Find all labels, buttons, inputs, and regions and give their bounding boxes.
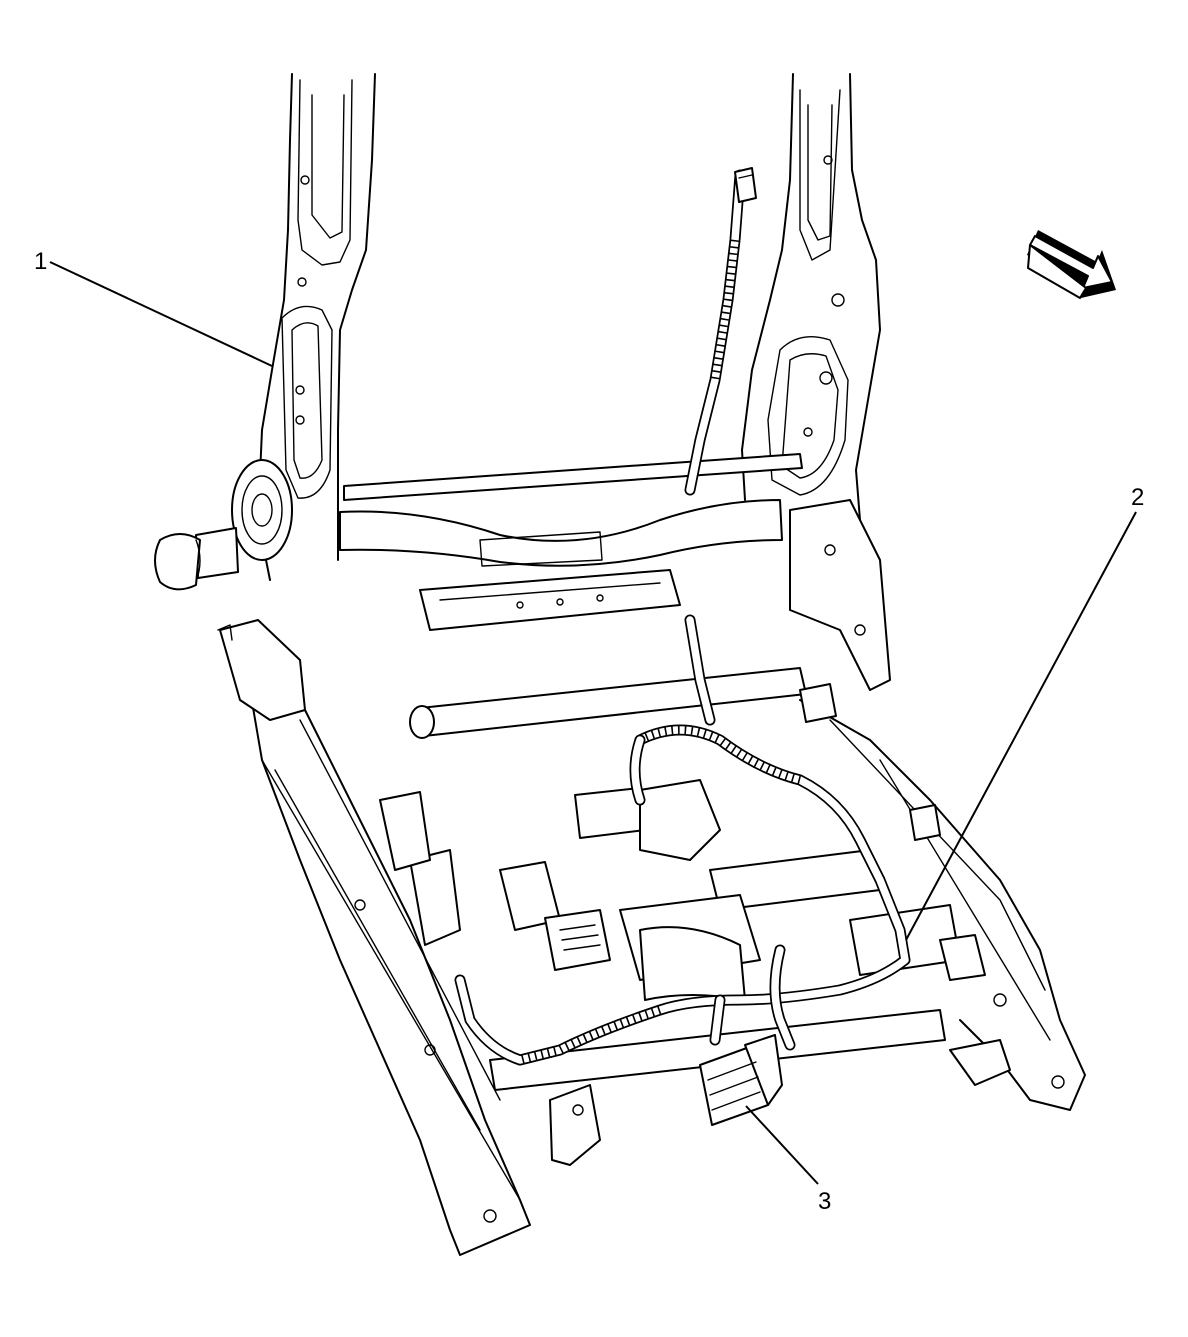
leader-line-1 bbox=[49, 261, 273, 367]
leader-line-2 bbox=[905, 511, 1137, 941]
motor-assemblies bbox=[379, 683, 986, 1001]
callout-1: 1 bbox=[34, 248, 48, 275]
callout-2: 2 bbox=[1131, 484, 1145, 511]
cushion-frame bbox=[217, 499, 1086, 1256]
callout-3: 3 bbox=[818, 1188, 832, 1215]
seatback-frame bbox=[257, 73, 881, 581]
leader-line-3 bbox=[745, 1105, 819, 1185]
harness-connector bbox=[699, 1034, 783, 1126]
front-direction-arrow-icon bbox=[1027, 230, 1116, 299]
wiring-harness bbox=[454, 167, 911, 1066]
recliner-mechanism bbox=[154, 459, 293, 591]
